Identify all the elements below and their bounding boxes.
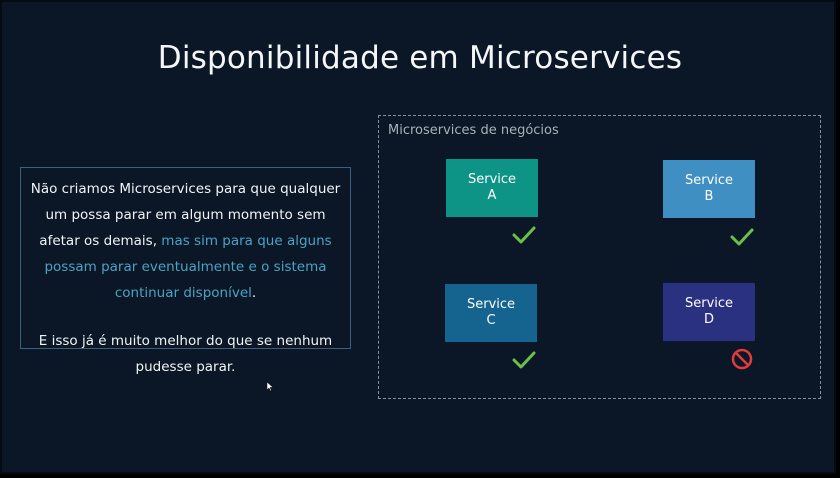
- slide-title: Disponibilidade em Microservices: [157, 40, 683, 76]
- explanation-paragraph-1: Não criamos Microservices para que qualq…: [29, 176, 342, 306]
- blocked-icon: [731, 348, 753, 370]
- service-letter: C: [486, 313, 496, 328]
- explanation-paragraph-2: E isso já é muito melhor do que se nenhu…: [38, 333, 333, 375]
- service-label: Service: [466, 297, 516, 312]
- service-letter: D: [703, 312, 714, 327]
- explanation-period: .: [251, 285, 257, 301]
- service-label: Service: [684, 173, 734, 188]
- explanation-text: Não criamos Microservices para que qualq…: [30, 181, 341, 249]
- check-icon: [730, 228, 754, 246]
- service-d-box: Service D: [663, 283, 755, 341]
- check-icon: [512, 226, 536, 244]
- service-label: Service: [684, 296, 734, 311]
- service-b-box: Service B: [663, 160, 755, 218]
- check-icon: [512, 351, 536, 369]
- service-label: Service: [467, 172, 517, 187]
- business-microservices-group: Microservices de negócios: [378, 115, 821, 399]
- explanation-highlight: mas sim para que alguns possam parar eve…: [44, 233, 332, 301]
- service-letter: B: [704, 189, 714, 204]
- service-c-box: Service C: [445, 284, 537, 342]
- group-label: Microservices de negócios: [388, 123, 559, 138]
- service-a-box: Service A: [446, 159, 538, 217]
- service-letter: A: [487, 188, 497, 203]
- mouse-cursor-icon: [267, 382, 274, 392]
- explanation-textbox: Não criamos Microservices para que qualq…: [20, 167, 351, 375]
